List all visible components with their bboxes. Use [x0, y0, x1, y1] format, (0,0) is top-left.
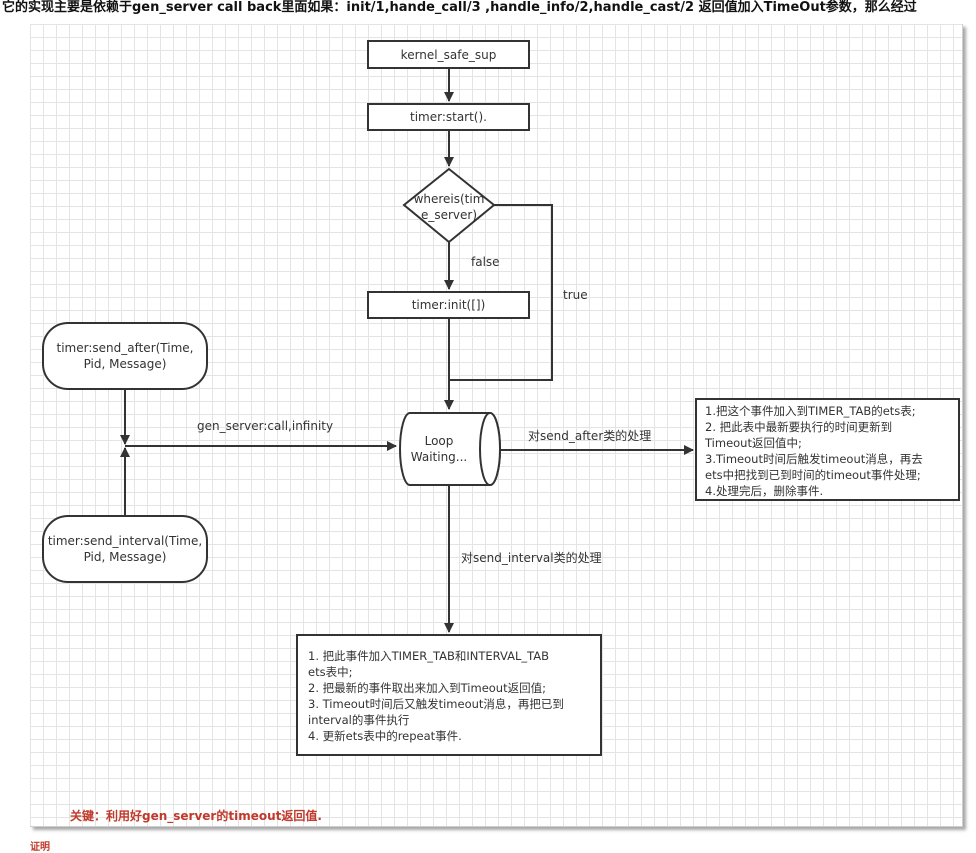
node-send-interval-line2: Pid, Message)	[83, 550, 167, 564]
label-send-interval-handling: 对send_interval类的处理	[461, 551, 602, 565]
label-gen-server-call: gen_server:call,infinity	[197, 419, 334, 433]
node-send-interval: timer:send_interval(Time, Pid, Message)	[42, 515, 208, 583]
note-send-interval-line: 3. Timeout时间后又触发timeout消息，再把已到	[308, 697, 564, 711]
node-timer-init: timer:init([])	[367, 291, 530, 319]
note-send-after-line: 1.把这个事件加入到TIMER_TAB的ets表;	[705, 404, 916, 418]
node-kernel-safe-sup-label: kernel_safe_sup	[400, 47, 497, 62]
node-kernel-safe-sup: kernel_safe_sup	[367, 40, 530, 69]
edge-whereis-true	[449, 204, 553, 381]
note-send-interval-line: 4. 更新ets表中的repeat事件.	[308, 729, 462, 743]
note-send-interval: 1. 把此事件加入TIMER_TAB和INTERVAL_TAB ets表中; 2…	[296, 634, 602, 756]
node-timer-init-label: timer:init([])	[411, 298, 486, 312]
note-send-after: 1.把这个事件加入到TIMER_TAB的ets表; 2. 把此表中最新要执行的时…	[695, 398, 960, 501]
loop-waiting-cylinder	[399, 412, 501, 486]
loop-waiting-label: Loop Waiting...	[402, 433, 476, 465]
node-send-after-line2: Pid, Message)	[83, 357, 167, 371]
note-send-after-line: Timeout返回值中;	[705, 436, 802, 450]
loop-waiting-line1: Loop	[424, 434, 454, 448]
key-takeaway-text: 关键：利用好gen_server的timeout返回值.	[70, 809, 322, 823]
label-send-after-handling: 对send_after类的处理	[528, 429, 652, 443]
note-send-after-line: ets中把找到已到时间的timeout事件处理;	[705, 468, 921, 482]
note-send-after-line: 3.Timeout时间后触发timeout消息，再去	[705, 452, 923, 466]
decision-whereis-label: whereis(tim e_server)	[404, 191, 494, 223]
node-send-after-line1: timer:send_after(Time,	[56, 341, 194, 355]
decision-whereis-shape	[402, 167, 496, 244]
node-send-interval-line1: timer:send_interval(Time,	[47, 534, 203, 548]
loop-waiting-line2: Waiting...	[410, 450, 468, 464]
decision-whereis-line2: e_server)	[420, 208, 478, 222]
decision-whereis-line1: whereis(tim	[413, 192, 485, 206]
note-send-interval-line: ets表中;	[308, 665, 353, 679]
note-send-after-line: 2. 把此表中最新要执行的时间更新到	[705, 420, 893, 434]
article-intro-text: 它的实现主要是依赖于gen_server call back里面如果：init/…	[2, 0, 917, 15]
label-false: false	[471, 255, 500, 269]
note-send-interval-line: 2. 把最新的事件取出来加入到Timeout返回值;	[308, 681, 546, 695]
node-timer-start-label: timer:start().	[409, 110, 487, 124]
node-send-after: timer:send_after(Time, Pid, Message)	[42, 322, 208, 390]
note-send-after-line: 4.处理完后，删除事件.	[705, 484, 824, 498]
note-send-interval-line: interval的事件执行	[308, 713, 410, 727]
note-send-interval-line: 1. 把此事件加入TIMER_TAB和INTERVAL_TAB	[308, 649, 550, 663]
node-timer-start: timer:start().	[367, 103, 530, 131]
label-true: true	[563, 288, 588, 302]
footer-red-fragment: 证明	[30, 842, 50, 853]
